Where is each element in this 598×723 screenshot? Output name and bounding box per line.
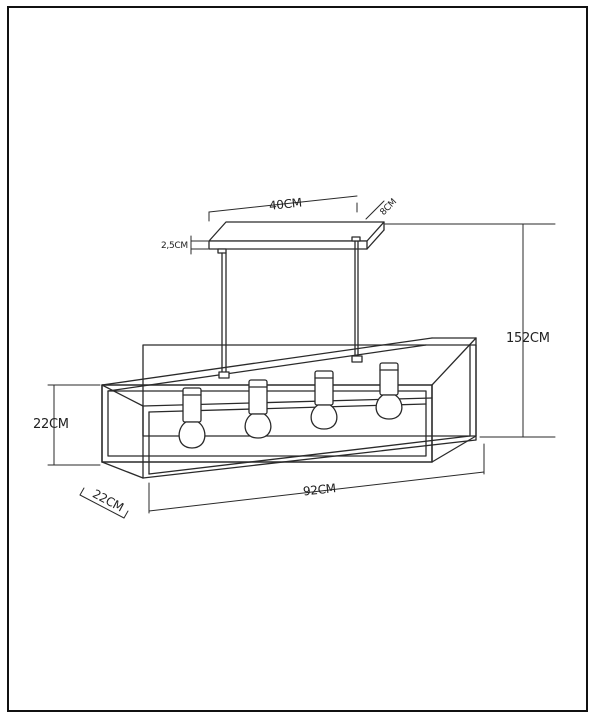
bulb-2 (244, 379, 272, 439)
frame-height-label: 22CM (33, 417, 69, 432)
bulb-3 (310, 370, 338, 430)
frame-width-label: 92CM (302, 481, 336, 498)
bulb-1 (178, 387, 206, 449)
suspension-cables (221, 240, 359, 373)
frame-depth-label: 22CM (90, 487, 126, 515)
lamp-frame (101, 337, 477, 479)
canopy (208, 221, 385, 254)
drawing-border (7, 6, 588, 712)
bulb-4 (375, 362, 403, 420)
dimension-lines (47, 195, 556, 519)
canopy-width-label: 40CM (268, 195, 302, 212)
canopy-depth-label: 8CM (379, 197, 399, 217)
total-height-label: 152CM (506, 331, 550, 346)
canopy-height-label: 2,5CM (161, 241, 188, 251)
